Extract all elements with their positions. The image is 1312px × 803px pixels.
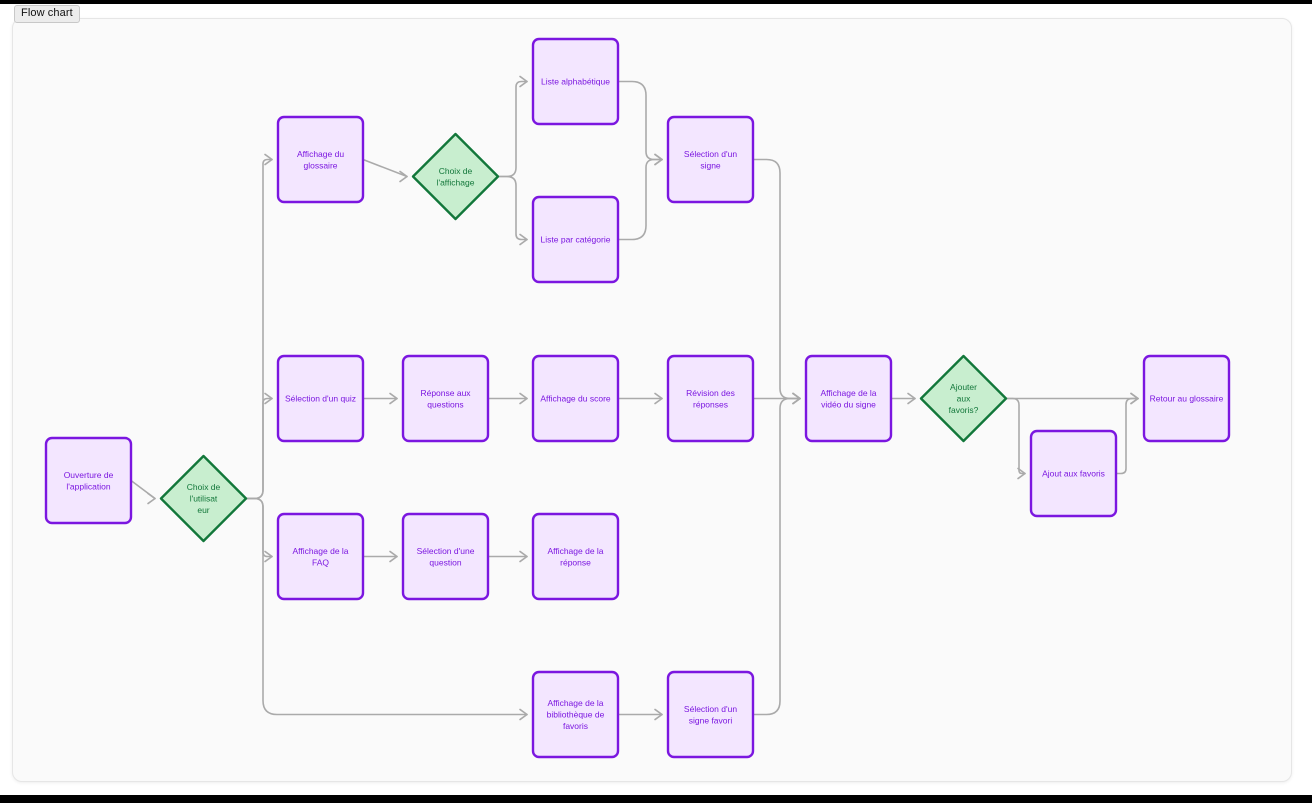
flow-node-n5[interactable]: Liste alphabétique: [531, 37, 620, 126]
process-shape: [531, 512, 620, 601]
edge-arrowhead: [264, 392, 273, 405]
edge-arrowhead: [519, 233, 528, 246]
flow-edge: [497, 175, 528, 241]
node-label: Retour au glossaire: [1150, 394, 1224, 404]
decision-shape: [919, 354, 1008, 443]
edge-arrowhead: [389, 392, 398, 405]
process-shape: [401, 354, 490, 443]
edge-arrowhead: [519, 708, 528, 721]
process-shape: [531, 195, 620, 284]
flow-edge: [617, 158, 663, 241]
decision-shape: [159, 454, 248, 543]
process-shape: [1029, 429, 1118, 518]
flow-node-n19[interactable]: Ajout aux favoris: [1029, 429, 1118, 518]
process-shape: [804, 354, 893, 443]
decision-shape: [411, 132, 500, 221]
flow-edge: [617, 80, 663, 161]
node-label: Affichage du score: [540, 394, 611, 404]
edge-arrowhead: [654, 153, 663, 166]
edge-arrowhead: [264, 153, 273, 166]
flow-edge: [1005, 397, 1026, 475]
edge-arrowhead: [519, 392, 528, 405]
edge-arrowhead: [907, 392, 916, 405]
process-shape: [44, 436, 133, 525]
flow-chart-title-badge: Flow chart: [14, 5, 80, 23]
flow-node-n20[interactable]: Retour au glossaire: [1142, 354, 1231, 443]
flow-edge: [245, 497, 528, 716]
edge-arrowhead: [519, 75, 528, 88]
process-shape: [531, 354, 620, 443]
node-label: Liste par catégorie: [541, 235, 611, 245]
process-shape: [401, 512, 490, 601]
edge-arrowhead: [399, 170, 408, 183]
edge-arrowhead: [389, 550, 398, 563]
flow-edge: [245, 497, 273, 558]
edge-arrowhead: [654, 708, 663, 721]
flow-edge: [752, 158, 801, 400]
process-shape: [531, 670, 620, 759]
edge-arrowhead: [519, 550, 528, 563]
flow-node-n10[interactable]: Affichage du score: [531, 354, 620, 443]
flow-edge: [245, 397, 273, 500]
edge-arrowhead: [1130, 392, 1139, 405]
edge-arrowhead: [792, 392, 801, 405]
flow-edge: [1115, 397, 1139, 475]
flow-node-n6[interactable]: Liste par catégorie: [531, 195, 620, 284]
edge-layer: [130, 75, 1139, 721]
node-label: Ajout aux favoris: [1042, 469, 1105, 479]
flow-edge: [362, 158, 408, 178]
process-shape: [666, 670, 755, 759]
process-shape: [276, 512, 365, 601]
flow-edge: [245, 158, 273, 500]
flow-node-n8[interactable]: Sélection d'un quiz: [276, 354, 365, 443]
process-shape: [276, 354, 365, 443]
edge-arrowhead: [264, 550, 273, 563]
process-shape: [666, 115, 755, 204]
process-shape: [531, 37, 620, 126]
edge-arrowhead: [654, 392, 663, 405]
bottom-black-bar: [0, 795, 1312, 803]
node-label: Liste alphabétique: [541, 77, 610, 87]
process-shape: [276, 115, 365, 204]
flow-edge: [752, 397, 801, 716]
edge-arrowhead: [147, 492, 156, 505]
top-black-bar: [0, 0, 1312, 4]
process-shape: [1142, 354, 1231, 443]
edge-arrowhead: [1017, 467, 1026, 480]
process-shape: [666, 354, 755, 443]
node-label: Sélection d'un quiz: [285, 394, 356, 404]
flow-edge: [497, 80, 528, 178]
